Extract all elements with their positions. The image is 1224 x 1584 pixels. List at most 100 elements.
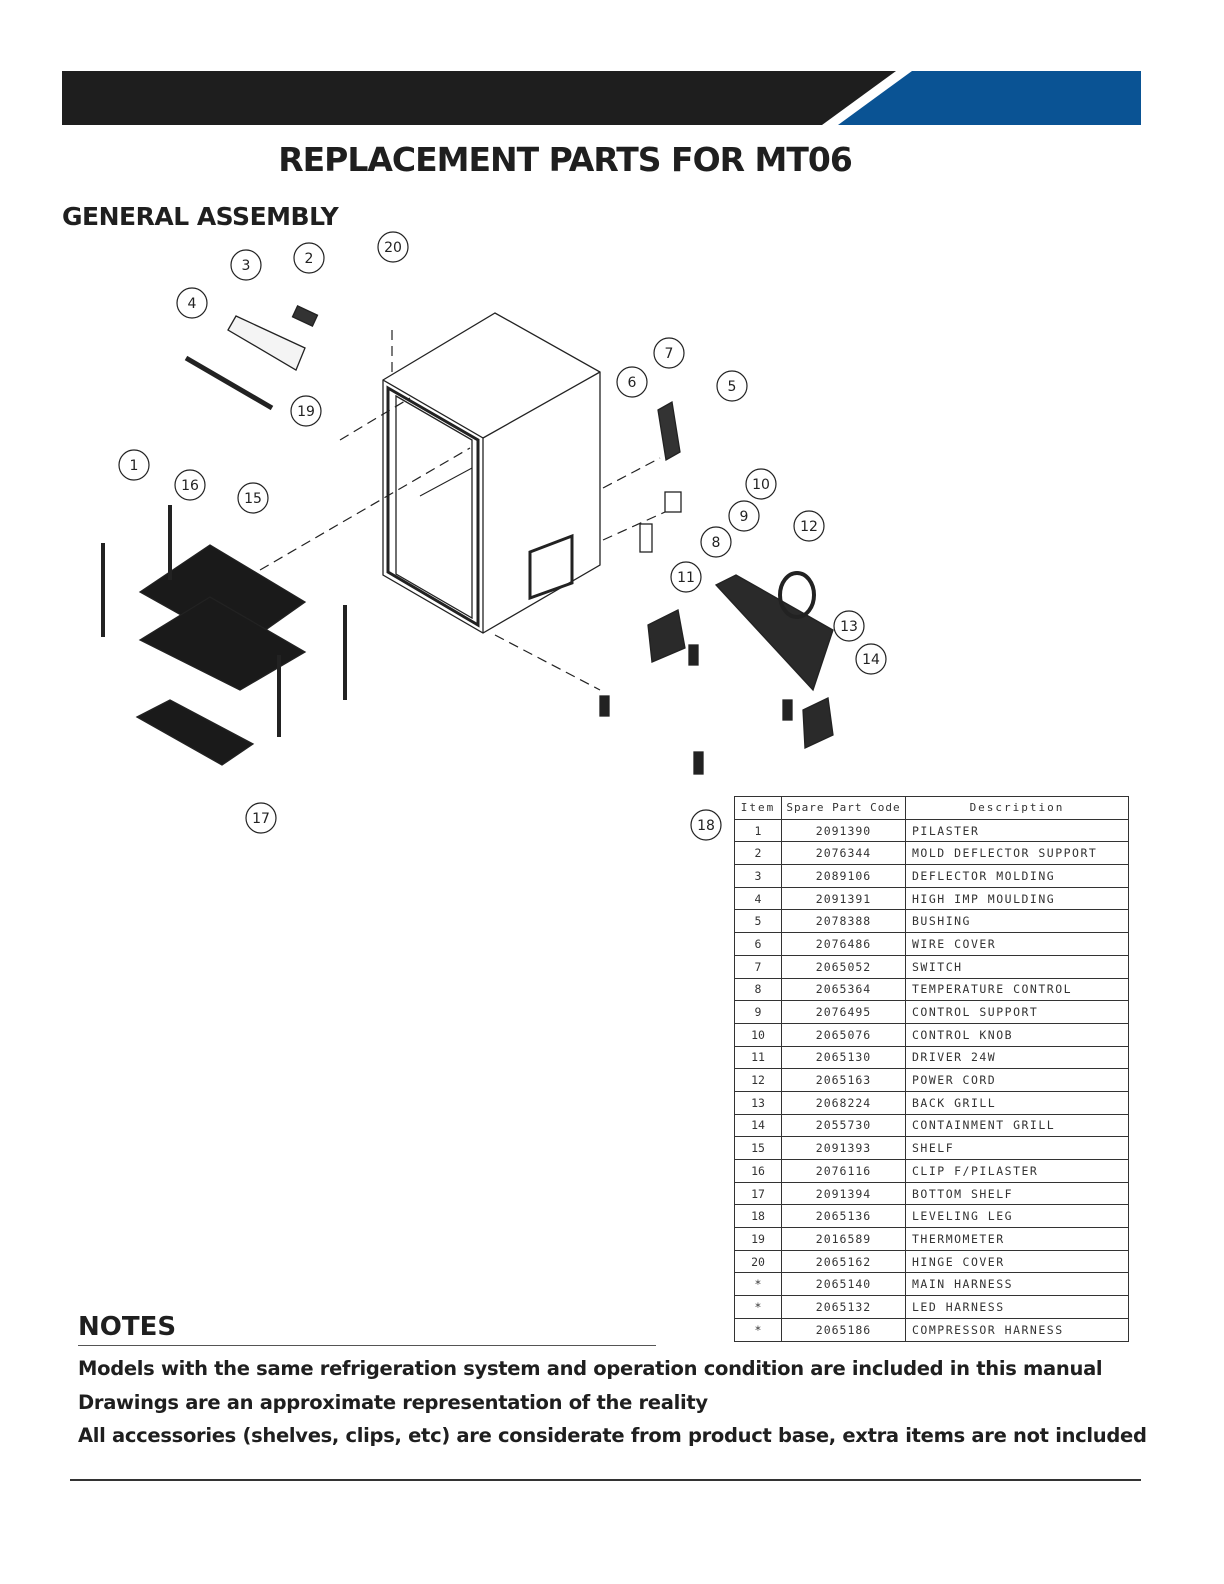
header-item: Item (734, 796, 782, 820)
callout-4: 4 (176, 287, 208, 319)
cell-item: 10 (734, 1022, 782, 1047)
cabinet-body (382, 312, 601, 634)
power-cord-part (778, 571, 816, 619)
leveling-leg-3 (782, 699, 793, 721)
cell-desc: THERMOMETER (905, 1227, 1129, 1251)
cell-code: 2076486 (781, 932, 906, 956)
svg-text:1: 1 (130, 458, 139, 474)
cell-item: 7 (734, 954, 782, 979)
callout-1: 1 (118, 449, 150, 481)
cell-code: 2076116 (781, 1159, 906, 1183)
section-title: GENERAL ASSEMBLY (62, 202, 339, 231)
cell-desc: TEMPERATURE CONTROL (905, 977, 1129, 1002)
cell-desc: SHELF (905, 1136, 1129, 1160)
cell-code: 2065364 (781, 977, 906, 1002)
cell-desc: LED HARNESS (905, 1295, 1129, 1319)
svg-text:5: 5 (728, 379, 737, 395)
cell-code: 2065132 (781, 1295, 906, 1319)
cell-item: 5 (734, 909, 782, 934)
svg-text:3: 3 (242, 258, 251, 274)
cell-code: 2091394 (781, 1181, 906, 1206)
svg-text:6: 6 (628, 375, 637, 391)
side-grill-part (647, 609, 686, 663)
callout-12: 12 (793, 510, 825, 542)
callout-7: 7 (653, 337, 685, 369)
callout-8: 8 (700, 526, 732, 558)
callout-6: 6 (616, 366, 648, 398)
cabinet-door-frame (386, 385, 480, 628)
svg-text:16: 16 (181, 478, 199, 494)
cell-code: 2065186 (781, 1317, 906, 1342)
cell-code: 2065130 (781, 1045, 906, 1070)
callout-19: 19 (290, 395, 322, 427)
shelf-lower-part (138, 596, 307, 691)
note-item: Models with the same refrigeration syste… (78, 1357, 1103, 1380)
cell-code: 2078388 (781, 909, 906, 934)
svg-text:9: 9 (740, 509, 749, 525)
cell-item: 12 (734, 1068, 782, 1092)
mold-deflector-support-part (291, 305, 319, 327)
cell-desc: CONTROL SUPPORT (905, 1000, 1129, 1024)
callout-20: 20 (377, 231, 409, 263)
footer-divider (70, 1479, 1141, 1481)
svg-text:11: 11 (677, 570, 695, 586)
notes-list: Models with the same refrigeration syste… (78, 1354, 1147, 1455)
cell-desc: MAIN HARNESS (905, 1272, 1129, 1297)
cell-desc: MOLD DEFLECTOR SUPPORT (905, 841, 1129, 866)
wire-cover-part (657, 400, 681, 462)
banner-blue-band (838, 71, 1141, 125)
cell-desc: CLIP F/PILASTER (905, 1159, 1129, 1183)
callout-13: 13 (833, 610, 865, 642)
header-banner (62, 71, 1141, 125)
containment-grill-part (802, 697, 834, 749)
deflector-molding-part (227, 315, 306, 371)
cell-code: 2091391 (781, 886, 906, 911)
cell-item: 14 (734, 1113, 782, 1138)
svg-text:13: 13 (840, 619, 858, 635)
cell-desc: BACK GRILL (905, 1090, 1129, 1115)
cell-item: 3 (734, 864, 782, 888)
cell-code: 2089106 (781, 864, 906, 888)
cabinet-inner-frame (395, 394, 473, 620)
bottom-shelf-part (135, 699, 255, 766)
high-imp-moulding-part (184, 355, 274, 411)
cell-desc: WIRE COVER (905, 932, 1129, 956)
notes-divider (78, 1345, 656, 1346)
note-item: All accessories (shelves, clips, etc) ar… (78, 1424, 1147, 1447)
cell-desc: PILASTER (905, 818, 1129, 843)
cell-code: 2076344 (781, 841, 906, 866)
cell-code: 2091393 (781, 1136, 906, 1160)
header-spare-part-code: Spare Part Code (781, 796, 906, 820)
cell-item: 13 (734, 1090, 782, 1115)
cell-code: 2065136 (781, 1204, 906, 1229)
cell-code: 2068224 (781, 1090, 906, 1115)
cell-item: 20 (734, 1249, 782, 1274)
callout-2: 2 (293, 242, 325, 274)
cell-desc: POWER CORD (905, 1068, 1129, 1092)
header-description: Description (905, 796, 1129, 820)
page-title: REPLACEMENT PARTS FOR MT06 (278, 140, 853, 179)
svg-text:20: 20 (384, 240, 402, 256)
svg-text:2: 2 (305, 251, 314, 267)
svg-text:8: 8 (712, 535, 721, 551)
cell-item: * (734, 1317, 782, 1342)
cell-code: 2055730 (781, 1113, 906, 1138)
cell-item: 9 (734, 1000, 782, 1024)
cell-code: 2065162 (781, 1249, 906, 1274)
svg-text:10: 10 (752, 477, 770, 493)
cell-desc: DEFLECTOR MOLDING (905, 864, 1129, 888)
svg-text:15: 15 (244, 491, 262, 507)
